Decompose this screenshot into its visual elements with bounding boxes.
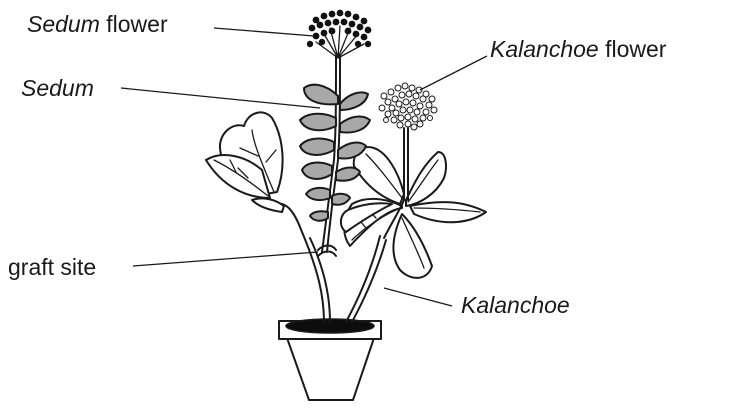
kalanchoe-flower-label-italic: Kalanchoe — [490, 36, 599, 62]
graft-site-label: graft site — [8, 256, 96, 279]
kalanchoe-label: Kalanchoe — [461, 294, 570, 317]
sedum-flower — [307, 10, 372, 58]
sedum-flower-label-text: flower — [100, 11, 168, 37]
kalanchoe-flower-label: Kalanchoe flower — [490, 38, 666, 61]
kalanchoe-flower-label-text: flower — [599, 36, 667, 62]
sedum-flower-label-italic: Sedum — [27, 11, 100, 37]
sedum-flower-label: Sedum flower — [27, 13, 168, 36]
sedum-label: Sedum — [21, 77, 94, 100]
flower-pot — [279, 319, 381, 400]
kalanchoe-flower — [379, 83, 437, 130]
